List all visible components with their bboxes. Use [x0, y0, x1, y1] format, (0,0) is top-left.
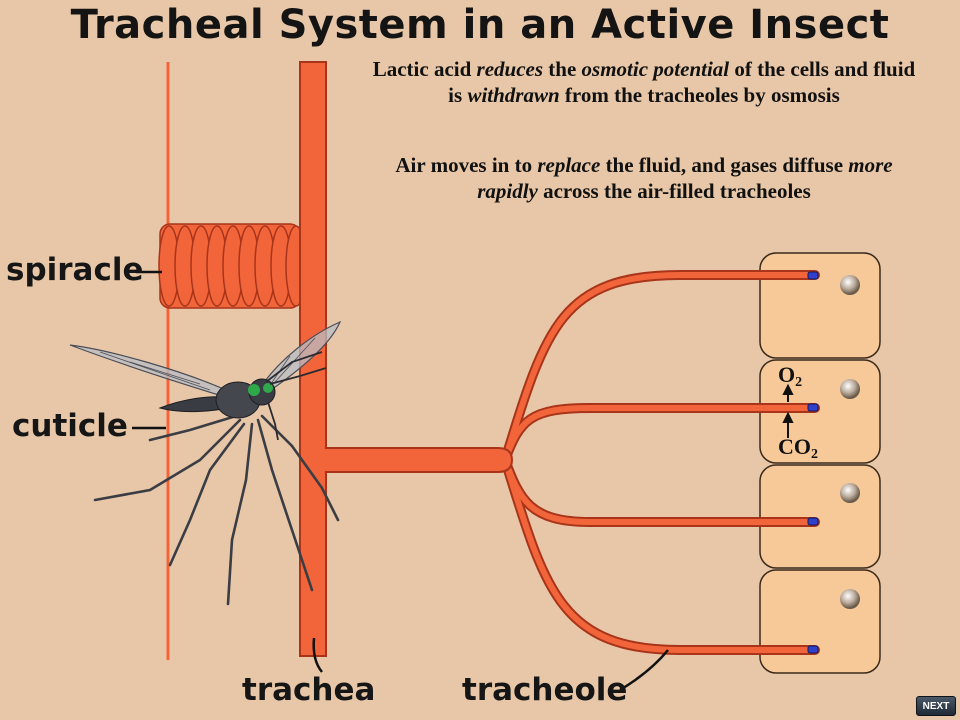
body-text: from the tracheoles by osmosis: [559, 83, 840, 107]
emphasis-text: more rapidly: [477, 153, 893, 203]
body-text: Lactic acid: [372, 57, 477, 81]
tracheoles: [500, 270, 820, 655]
spiracle: [158, 223, 307, 309]
mosquito-eye: [263, 383, 273, 393]
body-text: the fluid, and gases diffuse: [600, 153, 849, 177]
label-cuticle: cuticle: [12, 408, 128, 444]
explanation-air-replaces-fluid: Air moves in to replace the fluid, and g…: [370, 152, 918, 204]
trachea: [299, 61, 514, 657]
label-trachea: trachea: [242, 672, 376, 708]
label-spiracle: spiracle: [6, 252, 144, 288]
cell-nucleus: [840, 483, 860, 503]
body-text: the: [543, 57, 582, 81]
emphasis-text: osmotic potential: [581, 57, 730, 81]
label-leaders: [132, 270, 669, 692]
cell-nucleus: [840, 589, 860, 609]
tissue-cells: [759, 252, 881, 674]
cell-1: [759, 252, 881, 359]
tracheole-tip: [807, 403, 819, 412]
explanation-lactic-acid: Lactic acid reduces the osmotic potentia…: [370, 56, 918, 108]
label-tracheole: tracheole: [462, 672, 628, 708]
mosquito-eye: [248, 384, 260, 396]
tracheole-2: [502, 405, 818, 463]
oxygen-label: O2: [778, 362, 803, 390]
cell-nucleus: [840, 379, 860, 399]
page-title: Tracheal System in an Active Insect: [70, 2, 890, 48]
tracheole-tip: [807, 271, 819, 280]
body-text: across the air-filled tracheoles: [537, 179, 811, 203]
cell-nucleus: [840, 275, 860, 295]
tracheole-4: [502, 457, 818, 653]
tracheole-tip: [807, 517, 819, 526]
carbon-dioxide-label: CO2: [778, 434, 818, 462]
tracheole-1: [502, 272, 818, 463]
emphasis-text: withdrawn: [467, 83, 560, 107]
cell-4: [759, 569, 881, 674]
emphasis-text: replace: [537, 153, 601, 177]
body-text: of the cells and fluid is: [448, 57, 916, 107]
next-button[interactable]: NEXT: [916, 696, 956, 716]
body-text: Air moves in to: [395, 153, 538, 177]
gas-exchange-arrows: [782, 383, 794, 438]
emphasis-text: reduces: [476, 57, 544, 81]
tracheole-tip: [807, 645, 819, 654]
cell-3: [759, 464, 881, 569]
mosquito-illustration: [69, 320, 342, 606]
